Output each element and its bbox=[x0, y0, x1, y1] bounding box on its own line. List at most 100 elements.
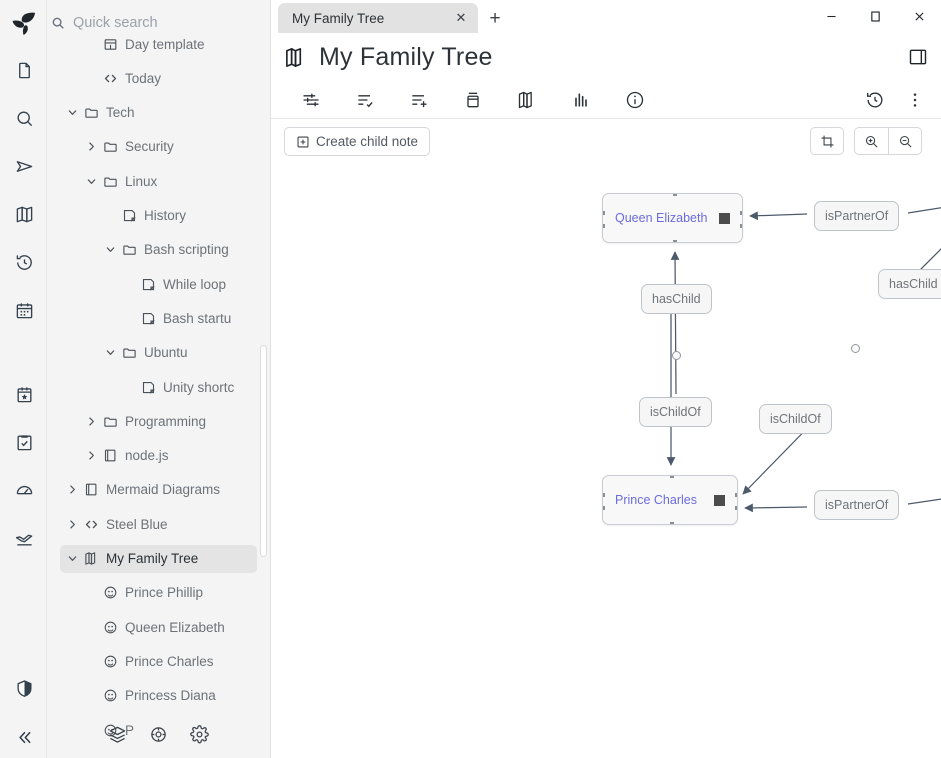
graph-edge-label[interactable]: isChildOf bbox=[639, 397, 712, 427]
sidebar-item-unity-shortc[interactable]: Unity shortc bbox=[47, 373, 270, 401]
history-icon[interactable] bbox=[855, 84, 895, 116]
graph-edge-label[interactable]: hasChild bbox=[878, 269, 941, 299]
close-button[interactable] bbox=[897, 2, 941, 32]
reset-zoom-button[interactable] bbox=[810, 127, 844, 155]
right-panel-icon[interactable] bbox=[907, 46, 929, 68]
archive-icon[interactable] bbox=[446, 84, 500, 116]
graph-node-port[interactable] bbox=[672, 240, 677, 242]
sidebar-item-label: Princess Diana bbox=[125, 688, 216, 704]
rail-item-calendar-icon[interactable] bbox=[9, 295, 39, 325]
add-note-icon[interactable] bbox=[392, 84, 446, 116]
sidebar-item-tech[interactable]: Tech bbox=[47, 99, 270, 127]
rail-item-shield-icon[interactable] bbox=[9, 673, 39, 703]
sidebar-scrollbar[interactable] bbox=[260, 345, 267, 557]
close-icon[interactable]: ✕ bbox=[455, 10, 467, 25]
graph-node-port[interactable] bbox=[670, 476, 674, 478]
globe-icon[interactable] bbox=[149, 725, 168, 744]
rail-item-gauge-icon[interactable] bbox=[9, 475, 39, 505]
chevron-right-icon[interactable] bbox=[83, 448, 99, 464]
bar-chart-icon[interactable] bbox=[554, 84, 608, 116]
graph-node-port[interactable] bbox=[740, 223, 742, 228]
rail-item-note-icon[interactable] bbox=[9, 55, 39, 85]
rail-item-plane-icon[interactable] bbox=[9, 523, 39, 553]
sidebar-item-label: Unity shortc bbox=[163, 379, 235, 395]
rail-item-search-icon[interactable] bbox=[9, 103, 39, 133]
edge-waypoint[interactable] bbox=[851, 344, 860, 353]
chevron-down-icon[interactable] bbox=[102, 345, 118, 361]
tab-my-family-tree[interactable]: My Family Tree ✕ bbox=[278, 3, 478, 33]
graph-node-port[interactable] bbox=[740, 210, 742, 215]
chevron-down-icon[interactable] bbox=[64, 105, 80, 121]
sidebar-item-bash-scripting[interactable]: Bash scripting bbox=[47, 236, 270, 264]
info-icon[interactable] bbox=[608, 84, 662, 116]
map-icon[interactable] bbox=[500, 84, 554, 116]
sidebar-item-node-js[interactable]: node.js bbox=[47, 442, 270, 470]
maximize-button[interactable] bbox=[853, 2, 897, 32]
chevron-down-icon[interactable] bbox=[83, 173, 99, 189]
minimize-button[interactable] bbox=[809, 2, 853, 32]
sidebar-item-my-family-tree[interactable]: My Family Tree bbox=[60, 544, 257, 573]
chevron-right-icon[interactable] bbox=[83, 139, 99, 155]
zoom-out-button[interactable] bbox=[888, 127, 922, 155]
graph-node-port[interactable] bbox=[603, 492, 605, 497]
rail-item-send-icon[interactable] bbox=[9, 151, 39, 181]
rail-item-recent-changes-icon[interactable] bbox=[9, 247, 39, 277]
graph-edge-label[interactable]: isPartnerOf bbox=[814, 201, 900, 231]
sidebar-item-princess-diana[interactable]: Princess Diana bbox=[47, 682, 270, 710]
person-icon bbox=[101, 652, 119, 670]
more-vertical-icon[interactable] bbox=[895, 84, 935, 116]
app-logo-icon[interactable] bbox=[9, 8, 39, 38]
edited-notes-icon[interactable] bbox=[338, 84, 392, 116]
graph-node-port[interactable] bbox=[735, 492, 737, 497]
sidebar-item-steel-blue[interactable]: Steel Blue bbox=[47, 510, 270, 538]
graph-node-badge[interactable] bbox=[714, 494, 725, 506]
new-tab-button[interactable]: + bbox=[489, 8, 501, 29]
layers-icon[interactable] bbox=[108, 725, 127, 744]
sidebar-item-prince-phillip[interactable]: Prince Phillip bbox=[47, 579, 270, 607]
graph-node-charles[interactable]: Prince Charles bbox=[602, 475, 738, 525]
sidebar-item-linux[interactable]: Linux bbox=[47, 167, 270, 195]
create-child-note-button[interactable]: Create child note bbox=[284, 127, 431, 156]
graph-node-port[interactable] bbox=[672, 194, 677, 196]
chevron-right-icon[interactable] bbox=[64, 516, 80, 532]
graph-node-badge[interactable] bbox=[719, 212, 730, 224]
sidebar-item-queen-elizabeth[interactable]: Queen Elizabeth bbox=[47, 613, 270, 641]
graph-node-port[interactable] bbox=[603, 210, 605, 215]
chevron-right-icon[interactable] bbox=[64, 482, 80, 498]
graph-node-port[interactable] bbox=[670, 522, 674, 524]
quick-search[interactable]: Quick search bbox=[47, 0, 270, 46]
sidebar-item-today[interactable]: Today bbox=[47, 64, 270, 92]
chevron-down-icon[interactable] bbox=[102, 242, 118, 258]
sidebar-item-ubuntu[interactable]: Ubuntu bbox=[47, 339, 270, 367]
zoom-in-button[interactable] bbox=[854, 127, 888, 155]
edge-waypoint[interactable] bbox=[672, 351, 681, 360]
rail-item-collapse-left-icon[interactable] bbox=[9, 722, 39, 752]
sidebar-item-bash-startu[interactable]: Bash startu bbox=[47, 304, 270, 332]
rail-item-map-icon[interactable] bbox=[9, 199, 39, 229]
sidebar-item-while-loop[interactable]: While loop bbox=[47, 270, 270, 298]
sidebar-item-security[interactable]: Security bbox=[47, 133, 270, 161]
graph-node-port[interactable] bbox=[603, 223, 605, 228]
graph-edge-label[interactable]: hasChild bbox=[641, 284, 712, 314]
note-page-icon bbox=[139, 309, 157, 327]
graph-edge-label[interactable]: isChildOf bbox=[759, 404, 832, 434]
folder-icon bbox=[101, 138, 119, 156]
graph-node-port[interactable] bbox=[603, 505, 605, 510]
graph-edge-label[interactable]: isPartnerOf bbox=[814, 490, 900, 520]
attributes-icon[interactable] bbox=[284, 84, 338, 116]
edge-isPartnerOf-qe2 bbox=[749, 211, 808, 221]
sidebar-item-programming[interactable]: Programming bbox=[47, 407, 270, 435]
gear-icon[interactable] bbox=[190, 724, 209, 744]
rail-item-tasks-icon[interactable] bbox=[9, 427, 39, 457]
sidebar-item-mermaid-diagrams[interactable]: Mermaid Diagrams bbox=[47, 476, 270, 504]
sidebar-item-label: P bbox=[125, 722, 135, 738]
sidebar-item-day-template[interactable]: Day template bbox=[47, 30, 270, 58]
graph-node-qe2[interactable]: Queen Elizabeth II bbox=[602, 193, 743, 243]
chevron-right-icon[interactable] bbox=[83, 413, 99, 429]
graph-node-port[interactable] bbox=[735, 505, 737, 510]
sidebar-item-history[interactable]: History bbox=[47, 202, 270, 230]
rail-item-calendar-star-icon[interactable] bbox=[9, 379, 39, 409]
chevron-down-icon[interactable] bbox=[64, 551, 80, 567]
sidebar-item-prince-charles[interactable]: Prince Charles bbox=[47, 647, 270, 675]
